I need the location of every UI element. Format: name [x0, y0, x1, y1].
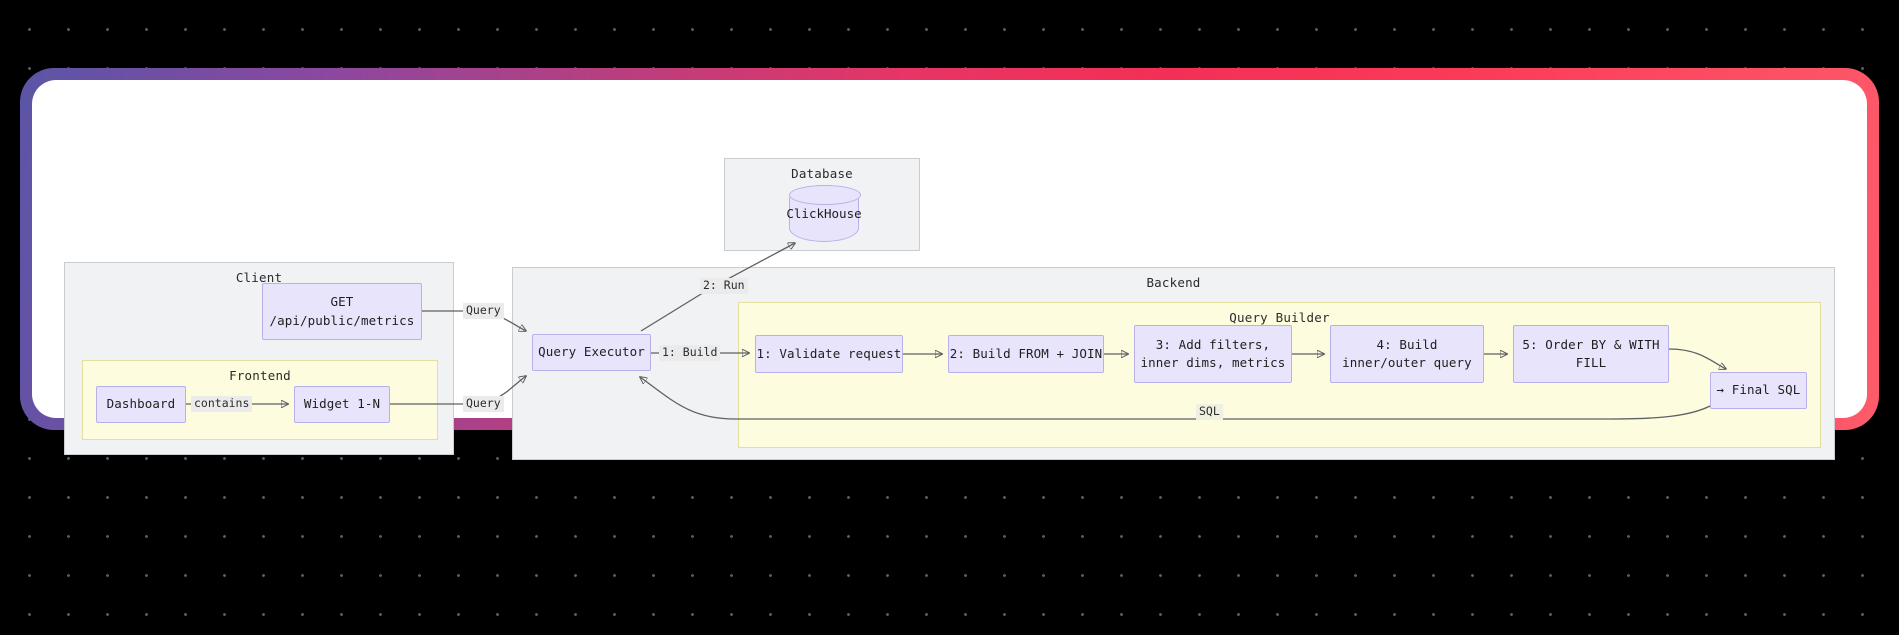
- edge-label-run: 2: Run: [700, 278, 748, 294]
- node-dashboard-label: Dashboard: [106, 396, 176, 412]
- node-get-endpoint[interactable]: GET /api/public/metrics: [262, 283, 422, 340]
- group-frontend-label: Frontend: [229, 368, 291, 383]
- node-step-1-label: 1: Validate request: [756, 345, 902, 361]
- node-final-sql[interactable]: → Final SQL: [1710, 372, 1807, 409]
- node-widget[interactable]: Widget 1-N: [294, 386, 390, 423]
- node-clickhouse[interactable]: ClickHouse: [786, 185, 862, 242]
- edge-final-executor: [640, 377, 1711, 420]
- edge-label-sql: SQL: [1196, 404, 1223, 420]
- node-step-3-label: 3: Add filters,: [1155, 336, 1271, 352]
- node-step-2[interactable]: 2: Build FROM + JOIN: [948, 335, 1104, 373]
- edge-widget-executor: [390, 376, 526, 405]
- node-step-2-label: 2: Build FROM + JOIN: [949, 345, 1103, 361]
- node-step-5[interactable]: 5: Order BY & WITH FILL: [1513, 325, 1669, 383]
- node-get-endpoint-label: GET: [330, 294, 354, 310]
- node-query-executor-label: Query Executor: [538, 344, 645, 360]
- node-step-5-label2: FILL: [1575, 355, 1607, 370]
- node-query-executor[interactable]: Query Executor: [532, 334, 651, 371]
- group-query-builder-label: Query Builder: [1229, 310, 1330, 325]
- node-dashboard[interactable]: Dashboard: [96, 386, 186, 423]
- node-step-3-label2: inner dims, metrics: [1140, 355, 1286, 370]
- edge-label-build: 1: Build: [659, 345, 721, 361]
- edge-label-contains: contains: [191, 396, 253, 412]
- node-step-5-label: 5: Order BY & WITH: [1522, 336, 1660, 352]
- node-get-endpoint-path: /api/public/metrics: [269, 312, 415, 328]
- node-step-1[interactable]: 1: Validate request: [755, 335, 903, 373]
- node-step-3[interactable]: 3: Add filters, inner dims, metrics: [1134, 325, 1292, 383]
- edge-step5-final: [1668, 348, 1726, 369]
- node-step-4[interactable]: 4: Build inner/outer query: [1330, 325, 1484, 383]
- group-database-label: Database: [791, 166, 853, 181]
- group-client-label: Client: [235, 270, 283, 285]
- group-backend-label: Backend: [1146, 275, 1201, 290]
- node-step-4-label2: inner/outer query: [1342, 355, 1472, 370]
- edge-label-query-widget: Query: [463, 396, 504, 412]
- node-final-sql-label: → Final SQL: [1716, 382, 1801, 398]
- node-clickhouse-label: ClickHouse: [786, 206, 862, 221]
- node-step-4-label: 4: Build: [1376, 336, 1438, 352]
- node-widget-label: Widget 1-N: [303, 396, 381, 412]
- edge-label-query-get: Query: [463, 303, 504, 319]
